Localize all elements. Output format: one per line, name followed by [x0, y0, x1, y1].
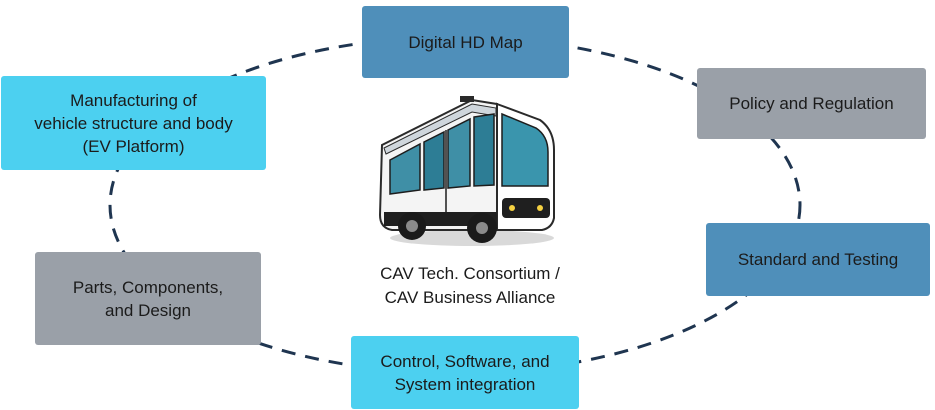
node-label-line-1: Manufacturing of — [70, 90, 197, 110]
node-manufacturing-ev-platform: Manufacturing of vehicle structure and b… — [1, 76, 266, 170]
node-label: Policy and Regulation — [729, 94, 894, 113]
node-label: Digital HD Map — [408, 32, 523, 52]
node-label-line-1: Control, Software, and — [380, 351, 550, 371]
node-label-line-3: (EV Platform) — [82, 136, 185, 156]
node-label-line-2: System integration — [394, 374, 536, 394]
node-label-line-2: and Design — [104, 300, 191, 320]
center-caption-line-2: CAV Business Alliance — [384, 288, 556, 307]
shuttle-bus-image — [378, 96, 555, 246]
node-standard-and-testing: Standard and Testing — [706, 223, 930, 296]
node-control-software-integration: Control, Software, and System integratio… — [351, 336, 579, 409]
node-label-line-2: vehicle structure and body — [34, 113, 233, 133]
node-label-line-1: Parts, Components, — [72, 277, 224, 297]
node-label: Standard and Testing — [737, 250, 899, 269]
center-caption-line-1: CAV Tech. Consortium / — [380, 264, 560, 283]
node-digital-hd-map: Digital HD Map — [362, 6, 569, 78]
node-parts-components-design: Parts, Components, and Design — [35, 252, 261, 345]
node-policy-and-regulation: Policy and Regulation — [697, 68, 926, 139]
center-caption: CAV Tech. Consortium / CAV Business Alli… — [335, 262, 605, 310]
